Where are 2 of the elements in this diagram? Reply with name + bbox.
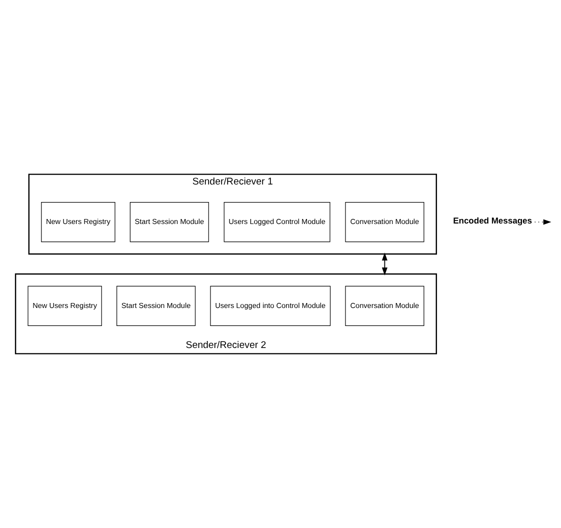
node-text: Encoded Messages xyxy=(453,216,532,226)
arrow xyxy=(382,252,388,276)
